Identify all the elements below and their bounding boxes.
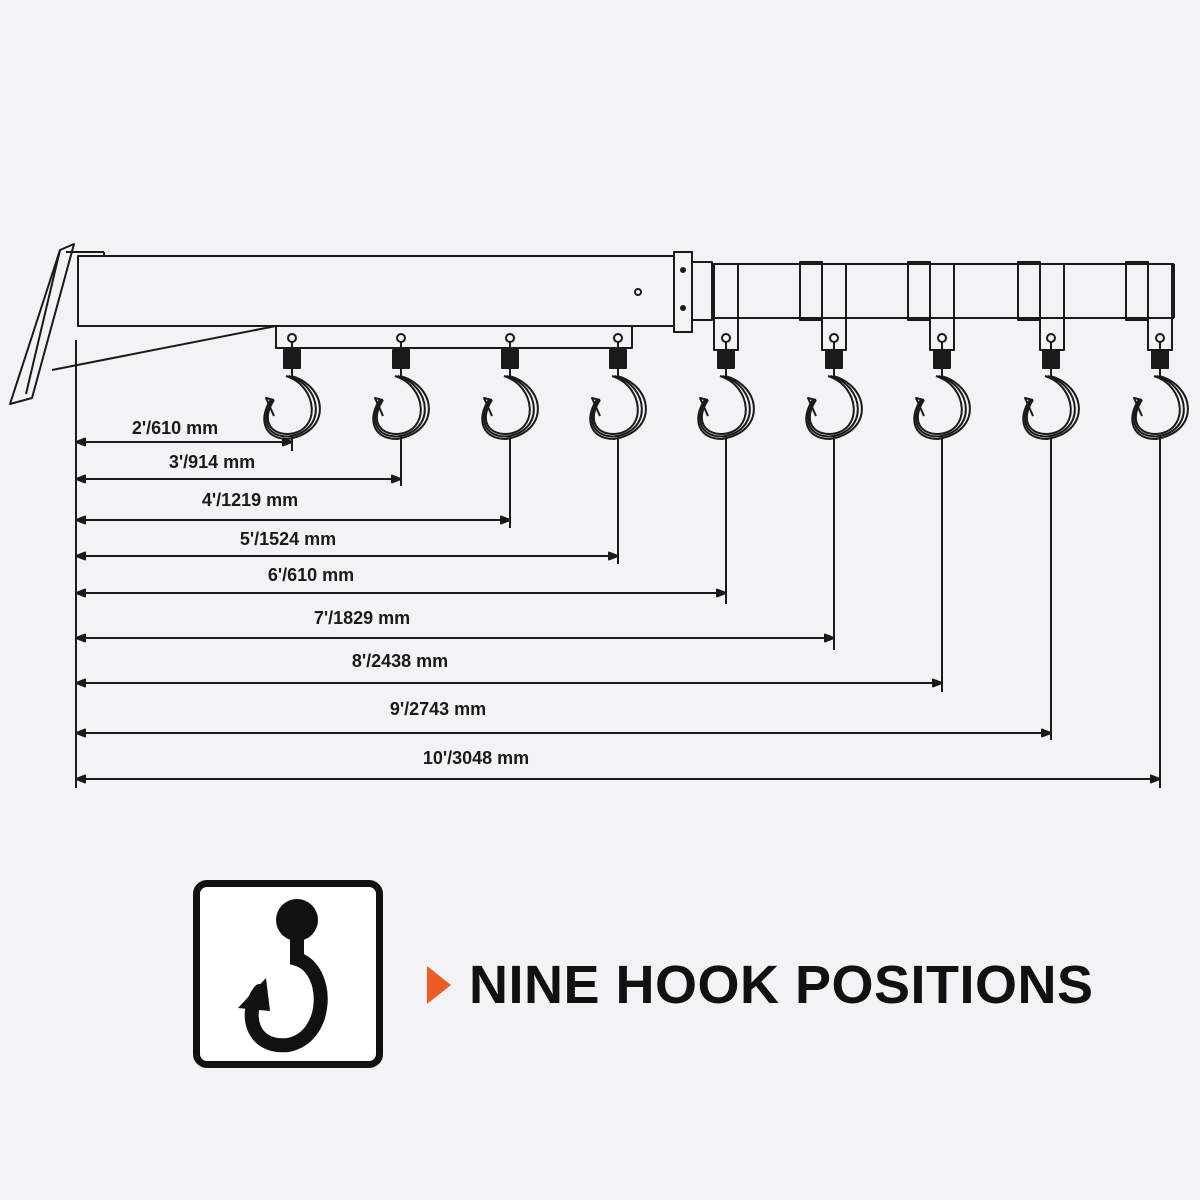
hook-9 xyxy=(1131,333,1189,440)
beam-end-plate xyxy=(673,251,713,333)
extension-tube xyxy=(712,261,1175,351)
hook-1 xyxy=(263,333,321,440)
hook-set xyxy=(263,333,1189,440)
hook-4 xyxy=(589,333,647,440)
feature-arrow-icon xyxy=(427,966,451,1004)
crane-hook-icon xyxy=(238,899,328,1053)
dimension-label-9: 10'/3048 mm xyxy=(423,748,529,768)
dimension-arrow-left xyxy=(75,588,86,598)
dimension-label-7: 8'/2438 mm xyxy=(352,651,448,671)
hook-2 xyxy=(372,333,430,440)
dimension-lines xyxy=(75,340,1161,788)
main-beam xyxy=(77,255,675,349)
hook-8 xyxy=(1022,333,1080,440)
dimension-label-1: 2'/610 mm xyxy=(132,418,218,438)
hook-6 xyxy=(805,333,863,440)
dimension-arrow-right xyxy=(608,551,619,561)
dimension-arrow-right xyxy=(824,633,835,643)
feature-title: NINE HOOK POSITIONS xyxy=(469,955,1094,1015)
hook-3 xyxy=(481,333,539,440)
dimension-label-8: 9'/2743 mm xyxy=(390,699,486,719)
dimension-label-2: 3'/914 mm xyxy=(169,452,255,472)
dimension-arrow-left xyxy=(75,551,86,561)
jib-boom-diagram: 2'/610 mm 3'/914 mm 4'/1219 mm 5'/1524 mm 6'… xyxy=(9,243,1189,788)
dimension-arrow-right xyxy=(716,588,727,598)
dimension-arrow-left xyxy=(75,474,86,484)
dimension-arrow-left xyxy=(75,633,86,643)
dimension-arrow-right xyxy=(1150,774,1161,784)
hook-5 xyxy=(697,333,755,440)
dimension-arrow-left xyxy=(75,774,86,784)
dimension-arrow-left xyxy=(75,728,86,738)
mount-bracket xyxy=(9,243,277,405)
crane-hook-icon-box xyxy=(193,880,383,1068)
dimension-arrow-right xyxy=(932,678,943,688)
dimension-label-5: 6'/610 mm xyxy=(268,565,354,585)
dimension-label-6: 7'/1829 mm xyxy=(314,608,410,628)
dimension-arrow-right xyxy=(500,515,511,525)
dimension-arrow-left xyxy=(75,678,86,688)
feature-callout: NINE HOOK POSITIONS xyxy=(193,880,1093,1080)
dimension-arrow-left xyxy=(75,437,86,447)
dimension-label-4: 5'/1524 mm xyxy=(240,529,336,549)
dimension-arrow-left xyxy=(75,515,86,525)
dimension-label-3: 4'/1219 mm xyxy=(202,490,298,510)
dimension-arrow-right xyxy=(391,474,402,484)
hook-7 xyxy=(913,333,971,440)
dimension-arrow-right xyxy=(282,437,293,447)
dimension-arrow-right xyxy=(1041,728,1052,738)
